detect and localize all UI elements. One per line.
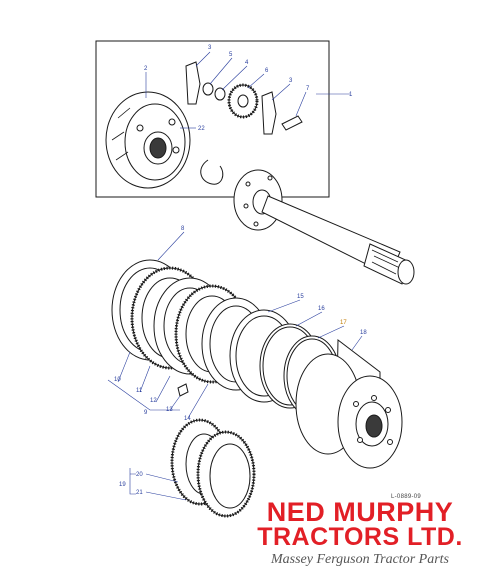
callout-2[interactable]: 2: [144, 66, 148, 72]
retaining-plate-right[interactable]: [261, 91, 277, 135]
callout-15[interactable]: 15: [297, 294, 304, 300]
callout-6[interactable]: 6: [265, 68, 269, 74]
callout-10[interactable]: 10: [114, 377, 121, 383]
circlip[interactable]: [200, 159, 224, 185]
bolt-13[interactable]: [177, 383, 189, 397]
callout-7[interactable]: 7: [306, 86, 310, 92]
callout-8[interactable]: 8: [181, 226, 185, 232]
callout-3-right[interactable]: 3: [289, 78, 293, 84]
clutch-plate-stack[interactable]: [111, 259, 271, 391]
brand-name-line2: TRACTORS LTD.: [257, 523, 463, 551]
washer-5[interactable]: [202, 82, 214, 96]
axle-shaft[interactable]: [233, 169, 415, 285]
callout-11[interactable]: 11: [136, 388, 143, 394]
callout-5[interactable]: 5: [229, 52, 233, 58]
callout-12[interactable]: 12: [150, 398, 157, 404]
callout-21[interactable]: 21: [136, 490, 143, 496]
washer-4[interactable]: [214, 87, 226, 101]
retaining-plate-left[interactable]: [185, 61, 201, 105]
assembly-frame: [95, 40, 330, 198]
brand-name-line1: NED MURPHY: [266, 497, 454, 527]
planet-gear[interactable]: [227, 83, 259, 119]
callout-9[interactable]: 9: [144, 410, 148, 416]
callout-3-top[interactable]: 3: [208, 45, 212, 51]
drawing-reference-code: L-0889-09: [391, 494, 422, 500]
callout-1[interactable]: 1: [349, 92, 353, 98]
ring-gear-assembly[interactable]: [170, 418, 256, 518]
callout-18[interactable]: 18: [360, 330, 367, 336]
callout-13[interactable]: 13: [166, 407, 173, 413]
callout-22[interactable]: 22: [198, 126, 205, 132]
callout-4[interactable]: 4: [245, 60, 249, 66]
callout-20[interactable]: 20: [136, 472, 143, 478]
brand-tagline: Massey Ferguson Tractor Parts: [271, 552, 449, 567]
callout-16[interactable]: 16: [318, 306, 325, 312]
callout-14[interactable]: 14: [184, 416, 191, 422]
leader-lines: [107, 51, 363, 501]
callout-19[interactable]: 19: [119, 482, 126, 488]
brake-drum[interactable]: [295, 339, 403, 469]
callout-17[interactable]: 17: [340, 320, 347, 326]
planet-pin[interactable]: [281, 115, 303, 131]
brand-watermark: NED MURPHY TRACTORS LTD. Massey Ferguson…: [236, 497, 484, 568]
planet-carrier[interactable]: [105, 91, 191, 189]
